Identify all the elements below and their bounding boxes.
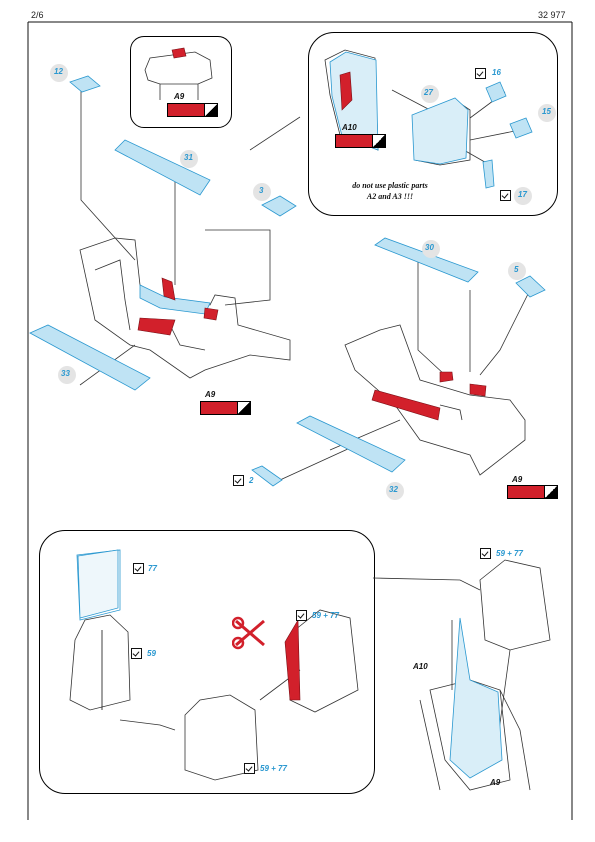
label-a10-bottom: A10 [413,662,428,671]
part-label-32: 32 [389,485,398,494]
part-label-15: 15 [542,107,551,116]
part-circle-17 [514,187,532,205]
fold-check-icon [131,648,142,659]
part-label-12: 12 [54,67,63,76]
part-label-5: 5 [514,265,519,274]
warning-note: do not use plastic parts A2 and A3 !!! [320,180,460,202]
part-label-77: 77 [148,564,157,573]
page-number: 2/6 [31,10,44,20]
fold-check-icon [233,475,244,486]
part-label-33: 33 [61,369,70,378]
swatch-label-a9-mid: A9 [205,390,216,399]
part-label-2: 2 [249,476,254,485]
part-label-16: 16 [492,68,501,77]
part-circle-31 [180,150,198,168]
fold-check-icon [244,763,255,774]
part-label-3: 3 [259,186,264,195]
part-circle-30 [422,240,440,258]
fold-check-icon [133,563,144,574]
warning-line-2: A2 and A3 !!! [366,192,414,201]
swatch-label-a9-right: A9 [512,475,523,484]
warning-line-1: do not use plastic parts [352,181,428,190]
part-circle-12 [50,64,68,82]
fold-check-icon [480,548,491,559]
fold-check-icon [296,610,307,621]
part-label-59: 59 [147,649,156,658]
part-circle-33 [58,366,76,384]
part-label-59-77-b: 59 + 77 [260,764,287,773]
part-circle-32 [386,482,404,500]
fold-check-icon [475,68,486,79]
part-label-27: 27 [424,88,433,97]
paint-swatch-icon [507,485,558,499]
swatch-label-a9-top: A9 [174,92,185,101]
part-label-17: 17 [518,190,527,199]
paint-swatch-icon [200,401,251,415]
part-label-31: 31 [184,153,193,162]
part-circle-5 [508,262,526,280]
swatch-label-a10: A10 [342,123,357,132]
label-a9-bottom: A9 [490,778,501,787]
part-circle-3 [253,183,271,201]
scissors-icon [232,616,265,650]
fold-check-icon [500,190,511,201]
part-label-59-77-c: 59 + 77 [496,549,523,558]
kit-code: 32 977 [538,10,566,20]
paint-swatch-icon [335,134,386,148]
part-circle-27 [421,85,439,103]
part-label-59-77-a: 59 + 77 [312,611,339,620]
part-label-30: 30 [425,243,434,252]
paint-swatch-icon [167,103,218,117]
part-circle-15 [538,104,556,122]
